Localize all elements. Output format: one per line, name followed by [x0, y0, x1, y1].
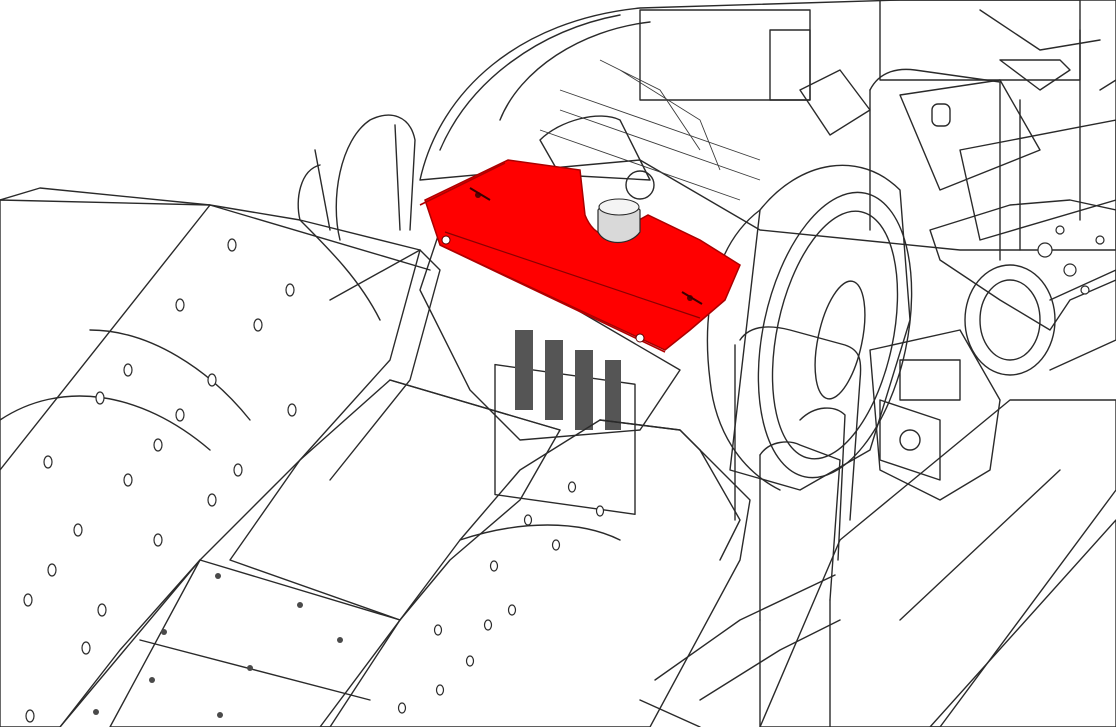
handrail-left: [297, 114, 416, 241]
screen-grate: [229, 379, 561, 621]
highlighted-cover-plate[interactable]: [419, 159, 741, 353]
handrail-front: [639, 326, 862, 727]
center-housing: [419, 229, 681, 515]
roller-cylinder: [964, 264, 1116, 376]
crawler-track: [759, 399, 1116, 727]
handrail-upper: [869, 29, 1116, 261]
lower-frame-rail: [59, 559, 401, 727]
right-cover-panel: [319, 419, 751, 727]
side-bracket: [929, 199, 1116, 331]
left-chute-panel: [0, 187, 441, 727]
actuator-block: [869, 329, 1001, 501]
drive-drum: [706, 164, 913, 491]
left-chute-holes: [23, 238, 297, 723]
